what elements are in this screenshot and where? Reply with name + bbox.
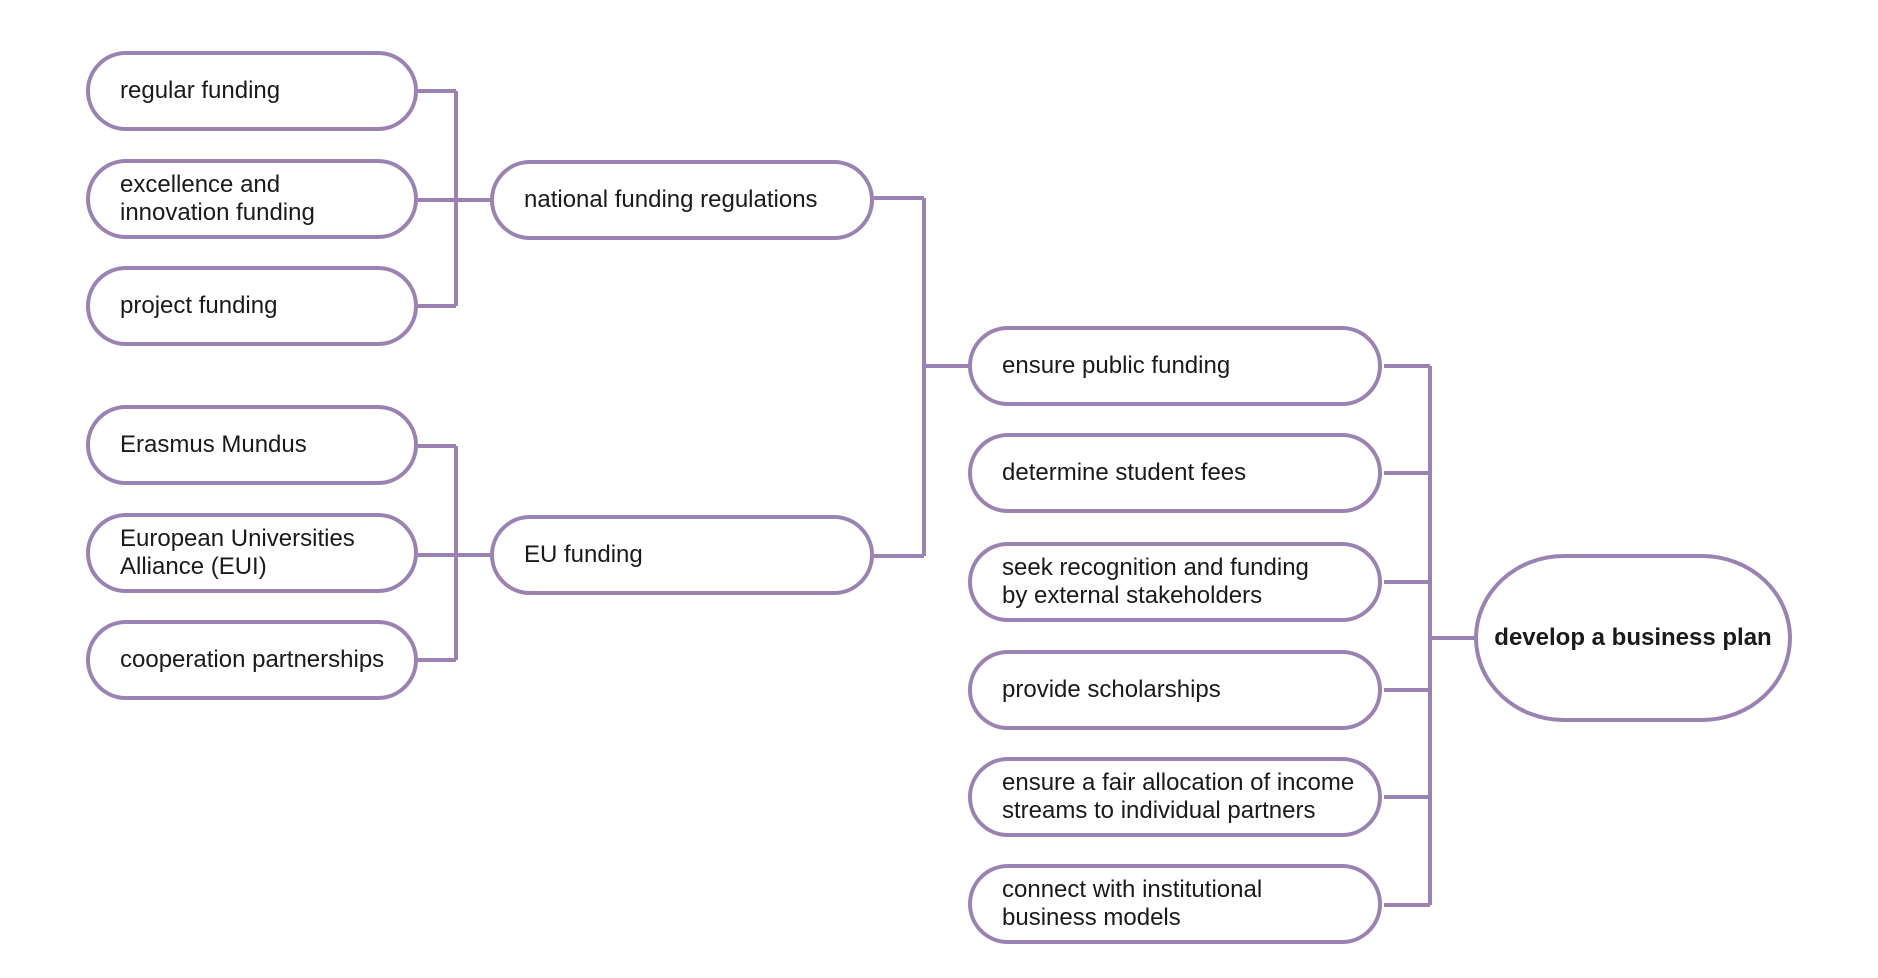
leaf-node-label: excellence and innovation funding <box>120 171 315 226</box>
leaf-node-regular-funding: regular funding <box>86 51 418 131</box>
leaf-node-cooperation-partnerships: cooperation partnerships <box>86 620 418 700</box>
branch-node-label: seek recognition and funding by external… <box>1002 554 1309 609</box>
root-node: develop a business plan <box>1474 554 1792 722</box>
leaf-node-label: regular funding <box>120 77 281 104</box>
leaf-node-eui: European Universities Alliance (EUI) <box>86 513 418 593</box>
branch-node-label: ensure a fair allocation of income strea… <box>1002 769 1355 824</box>
branch-node-institutional-models: connect with institutional business mode… <box>968 864 1382 944</box>
leaf-node-erasmus-mundus: Erasmus Mundus <box>86 405 418 485</box>
leaf-node-label: project funding <box>120 292 278 319</box>
leaf-node-label: cooperation partnerships <box>120 646 385 673</box>
branch-node-label: connect with institutional business mode… <box>1002 876 1263 931</box>
connector-eu-leaves <box>418 444 492 662</box>
subbranch-node-national-funding: national funding regulations <box>490 160 874 240</box>
connector-public-subbranches <box>874 196 970 558</box>
branch-node-student-fees: determine student fees <box>968 433 1382 513</box>
branch-node-external-stakeholders: seek recognition and funding by external… <box>968 542 1382 622</box>
leaf-node-label: European Universities Alliance (EUI) <box>120 525 355 580</box>
leaf-node-label: Erasmus Mundus <box>120 431 307 458</box>
branch-node-income-allocation: ensure a fair allocation of income strea… <box>968 757 1382 837</box>
branch-node-label: ensure public funding <box>1002 352 1231 379</box>
leaf-node-project-funding: project funding <box>86 266 418 346</box>
branch-node-public-funding: ensure public funding <box>968 326 1382 406</box>
branch-node-label: provide scholarships <box>1002 676 1221 703</box>
connector-national-leaves <box>418 89 492 308</box>
subbranch-node-label: EU funding <box>524 541 643 568</box>
branch-node-scholarships: provide scholarships <box>968 650 1382 730</box>
branch-node-label: determine student fees <box>1002 459 1247 486</box>
connector-root-branches <box>1384 364 1474 907</box>
leaf-node-excellence-funding: excellence and innovation funding <box>86 159 418 239</box>
subbranch-node-label: national funding regulations <box>524 186 818 213</box>
subbranch-node-eu-funding: EU funding <box>490 515 874 595</box>
root-node-label: develop a business plan <box>1494 624 1772 651</box>
